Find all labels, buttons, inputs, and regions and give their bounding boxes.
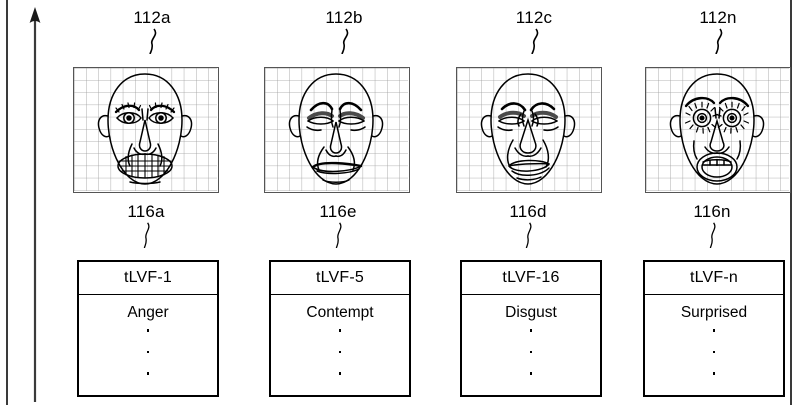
callout-image-4: 112n (673, 8, 763, 54)
face-image-contempt[interactable] (264, 67, 410, 193)
callout-image-3-number: 112c (515, 8, 553, 27)
lvf-box-contempt[interactable]: tLVF-5 Contempt (269, 260, 411, 397)
emotion-label-1: Anger (127, 304, 169, 321)
callout-box-2-number: 116e (319, 202, 357, 221)
leader-line-icon (143, 222, 150, 248)
callout-box-4-number: 116n (693, 202, 731, 221)
lvf-body-2: Contempt (271, 295, 409, 395)
face-image-anger[interactable] (73, 67, 219, 193)
lvf-body-4: Surprised (645, 295, 783, 395)
leader-line-icon (149, 28, 157, 54)
lvf-body-3: Disgust (462, 295, 600, 395)
callout-box-4: 116n (667, 202, 757, 248)
callout-image-1-number: 112a (133, 8, 171, 27)
callout-image-2: 112b (299, 8, 389, 54)
leader-line-icon (341, 28, 349, 54)
leader-line-icon (709, 222, 716, 248)
face-image-surprised[interactable] (645, 67, 791, 193)
leader-line-icon (525, 222, 532, 248)
emotion-label-2: Contempt (306, 304, 374, 321)
callout-box-1-number: 116a (127, 202, 165, 221)
leader-line-icon (715, 28, 723, 54)
page-border-right (790, 0, 792, 405)
lvf-label-4: tLVF-n (645, 262, 783, 295)
emotion-label-4: Surprised (680, 304, 748, 321)
lvf-body-1: Anger (79, 295, 217, 395)
callout-box-3: 116d (483, 202, 573, 248)
lvf-label-3: tLVF-16 (462, 262, 600, 295)
lvf-box-surprised[interactable]: tLVF-n Surprised (643, 260, 785, 397)
upward-flow-arrow (24, 4, 46, 402)
vertical-ellipsis-icon (529, 329, 533, 394)
callout-box-2: 116e (293, 202, 383, 248)
emotion-label-3: Disgust (505, 304, 557, 321)
vertical-ellipsis-icon (338, 329, 342, 394)
lvf-label-2: tLVF-5 (271, 262, 409, 295)
callout-image-3: 112c (489, 8, 579, 54)
callout-image-1: 112a (107, 8, 197, 54)
callout-image-2-number: 112b (325, 8, 363, 27)
lvf-box-disgust[interactable]: tLVF-16 Disgust (460, 260, 602, 397)
callout-image-4-number: 112n (699, 8, 737, 27)
leader-line-icon (531, 28, 539, 54)
callout-box-3-number: 116d (509, 202, 547, 221)
lvf-box-anger[interactable]: tLVF-1 Anger (77, 260, 219, 397)
vertical-ellipsis-icon (146, 329, 150, 394)
leader-line-icon (335, 222, 342, 248)
face-image-disgust[interactable] (456, 67, 602, 193)
page-border-left (6, 0, 8, 405)
callout-box-1: 116a (101, 202, 191, 248)
vertical-ellipsis-icon (712, 329, 716, 394)
lvf-label-1: tLVF-1 (79, 262, 217, 295)
